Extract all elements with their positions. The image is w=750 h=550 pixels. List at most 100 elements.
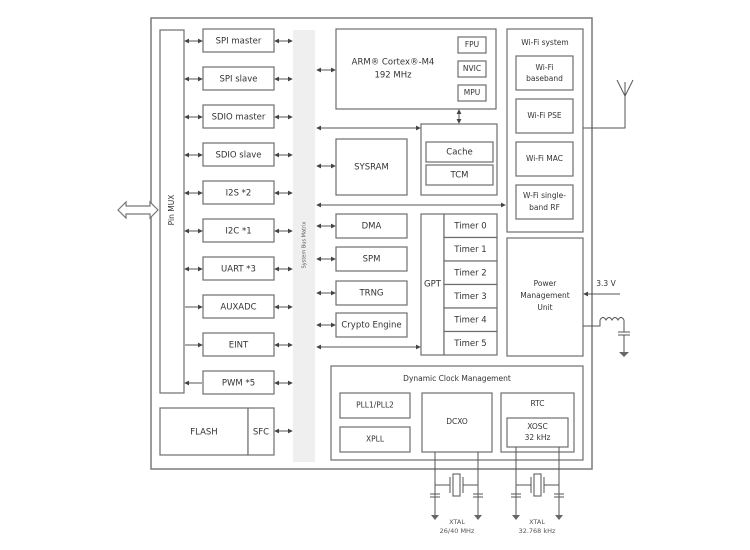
pinmux-connectors	[184, 38, 203, 386]
dma-label: DMA	[362, 222, 382, 232]
wifi-pse-block: Wi-Fi PSE	[515, 98, 574, 134]
system-bus-matrix	[293, 30, 315, 462]
flash-label: FLASH	[190, 428, 217, 438]
crypto-engine-label: Crypto Engine	[341, 321, 401, 331]
pin-mux	[159, 29, 185, 394]
pmu-line2: Management	[520, 291, 569, 300]
peripheral-i2c: I2C *1	[202, 218, 275, 243]
power-management-unit: Power Management Unit	[506, 237, 584, 357]
timer-label: Timer 0	[453, 222, 486, 232]
peripheral-eint: EINT	[202, 332, 275, 357]
peripheral-label: SDIO slave	[215, 151, 261, 161]
wifi-system-title: Wi-Fi system	[521, 38, 568, 47]
timer-label: Timer 2	[453, 269, 486, 279]
wifi-rf-block: W-Fi single- band RF	[515, 184, 574, 220]
pin-mux-label: Pin MUX	[167, 195, 176, 226]
gpt-block: GPT	[420, 213, 445, 356]
bus-block-connectors	[316, 223, 421, 350]
wifi-block-line1: Wi-Fi PSE	[527, 111, 562, 120]
wifi-system: Wi-Fi system Wi-Fi baseband Wi-Fi PSE Wi…	[506, 28, 584, 233]
mpu-block	[457, 84, 487, 102]
xpll-label: XPLL	[366, 435, 385, 444]
cache-tcm-block: Cache TCM	[420, 123, 498, 196]
wifi-baseband-block: Wi-Fi baseband	[515, 55, 574, 91]
supply-voltage-label: 3.3 V	[596, 279, 616, 288]
pll-label: PLL1/PLL2	[356, 401, 394, 410]
xtal2-line1: XTAL	[529, 518, 545, 526]
fpu-block	[457, 36, 487, 54]
dcxo-block	[421, 392, 493, 453]
timer-column: Timer 0 Timer 1 Timer 2 Timer 3 Timer 4 …	[443, 213, 498, 356]
peripheral-pwm: PWM *5	[202, 370, 275, 395]
ground-icon	[619, 352, 629, 357]
peripheral-label: I2C *1	[225, 227, 251, 237]
wifi-block-line1: Wi-Fi MAC	[526, 154, 563, 163]
crypto-engine-block: Crypto Engine	[335, 312, 408, 338]
cpu-frequency: 192 MHz	[374, 71, 412, 81]
inductor-icon	[583, 317, 625, 332]
dcxo-label: DCXO	[446, 417, 468, 426]
sysram-label: SYSRAM	[354, 163, 389, 173]
peripheral-label: AUXADC	[220, 303, 256, 313]
external-io-arrow	[117, 200, 159, 220]
spm-label: SPM	[363, 255, 381, 265]
trng-block: TRNG	[335, 280, 408, 306]
sfc-block: SFC	[247, 407, 275, 456]
peripheral-spi-master: SPI master	[202, 28, 275, 53]
peripheral-label: SPI slave	[220, 75, 258, 85]
system-bus-label: System Bus Matrix	[302, 222, 308, 269]
sfc-label: SFC	[253, 428, 269, 438]
peripheral-uart: UART *3	[202, 256, 275, 281]
antenna-icon	[583, 79, 634, 129]
xtal1-line1: XTAL	[449, 518, 465, 526]
gpt-label: GPT	[424, 280, 442, 290]
wifi-block-line1: W-Fi single-	[523, 191, 566, 200]
timer-label: Timer 3	[453, 292, 486, 302]
peripheral-label: SDIO master	[212, 113, 266, 123]
xtal1-line2: 26/40 MHz	[440, 527, 475, 535]
wifi-block-line2: band RF	[529, 203, 560, 212]
cpu-block: ARM® Cortex®-M4 192 MHz FPU NVIC MPU	[335, 28, 497, 110]
rtc-label: RTC	[530, 399, 544, 408]
crystal-32khz	[511, 447, 564, 520]
peripheral-column: SPI master SPI slave SDIO master SDIO sl…	[202, 28, 275, 395]
cache-label: Cache	[446, 148, 472, 158]
pmu-line1: Power	[534, 279, 558, 288]
mpu-label: MPU	[464, 88, 480, 97]
tcm-label: TCM	[450, 171, 469, 181]
pll-block	[339, 392, 411, 419]
peripheral-label: UART *3	[221, 265, 256, 275]
xosc-block	[506, 417, 569, 448]
cache-block	[425, 141, 494, 163]
xosc-line1: XOSC	[527, 422, 548, 431]
spm-block: SPM	[335, 246, 408, 272]
xpll-block	[339, 426, 411, 453]
timer-label: Timer 5	[453, 339, 486, 349]
xosc-line2: 32 kHz	[525, 433, 551, 442]
peripheral-label: PWM *5	[222, 379, 255, 389]
peripheral-spi-slave: SPI slave	[202, 66, 275, 91]
bus-connectors-left	[274, 38, 293, 434]
dma-block: DMA	[335, 213, 408, 239]
timer-5	[443, 330, 498, 356]
clock-title: Dynamic Clock Management	[403, 374, 511, 383]
timer-label: Timer 1	[453, 245, 486, 255]
pmu-line3: Unit	[537, 303, 552, 312]
xtal2-line2: 32.768 kHz	[519, 527, 556, 535]
peripheral-label: EINT	[229, 341, 249, 351]
wifi-block-line1: Wi-Fi	[536, 63, 554, 72]
peripheral-sdio-slave: SDIO slave	[202, 142, 275, 167]
tcm-block	[425, 164, 494, 186]
peripheral-auxadc: AUXADC	[202, 294, 275, 319]
cpu-name: ARM® Cortex®-M4	[352, 58, 435, 68]
capacitor-icon	[618, 331, 630, 352]
peripheral-label: I2S *2	[226, 189, 252, 199]
fpu-label: FPU	[465, 40, 479, 49]
wifi-mac-block: Wi-Fi MAC	[515, 141, 574, 177]
nvic-block	[457, 60, 487, 78]
peripheral-i2s: I2S *2	[202, 180, 275, 205]
crystal-26-40mhz	[430, 452, 483, 520]
peripheral-label: SPI master	[216, 37, 262, 47]
timer-label: Timer 4	[453, 316, 486, 326]
